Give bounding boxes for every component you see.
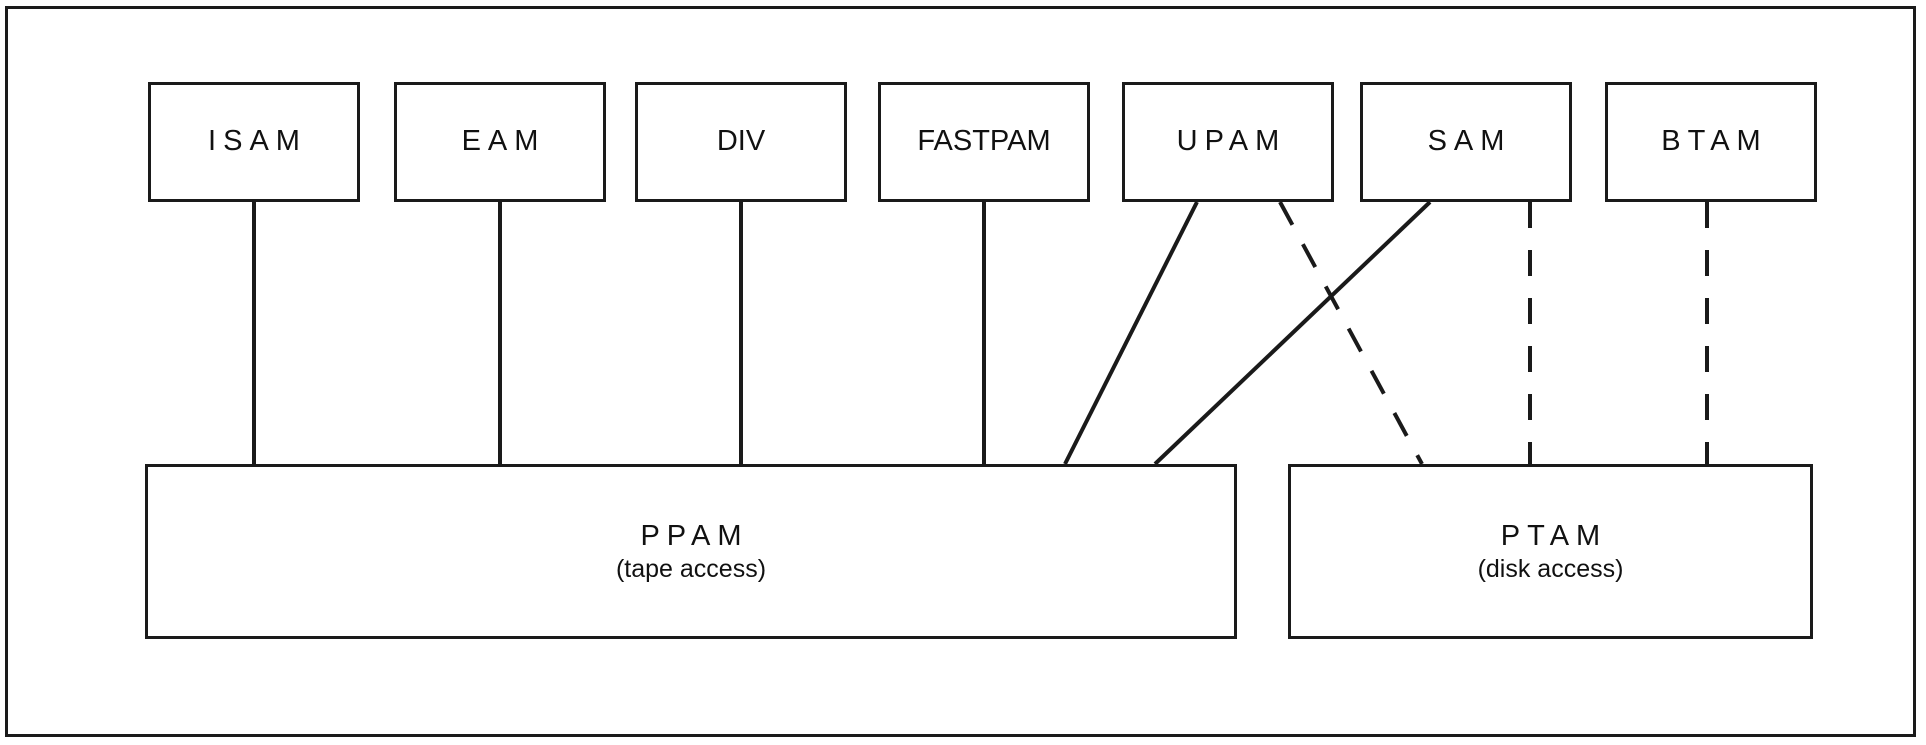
node-isam[interactable]: ISAM — [148, 82, 360, 202]
node-title-ptam: PTAM — [1500, 519, 1608, 552]
node-subtitle-ppam: (tape access) — [615, 555, 767, 583]
node-label-upam: UPAM — [1176, 125, 1287, 158]
node-label-fastpam: FASTPAM — [917, 125, 1051, 158]
node-ppam[interactable]: PPAM (tape access) — [145, 464, 1237, 639]
node-label-div: DIV — [716, 125, 766, 158]
node-btam[interactable]: BTAM — [1605, 82, 1817, 202]
node-div[interactable]: DIV — [635, 82, 847, 202]
node-eam[interactable]: EAM — [394, 82, 606, 202]
node-ptam[interactable]: PTAM (disk access) — [1288, 464, 1813, 639]
node-label-isam: ISAM — [208, 125, 307, 158]
node-fastpam[interactable]: FASTPAM — [878, 82, 1090, 202]
node-label-btam: BTAM — [1661, 125, 1768, 158]
node-upam[interactable]: UPAM — [1122, 82, 1334, 202]
node-title-ppam: PPAM — [640, 519, 749, 552]
node-sam[interactable]: SAM — [1360, 82, 1572, 202]
node-subtitle-ptam: (disk access) — [1477, 555, 1624, 583]
node-label-sam: SAM — [1427, 125, 1512, 158]
node-label-eam: EAM — [461, 125, 546, 158]
